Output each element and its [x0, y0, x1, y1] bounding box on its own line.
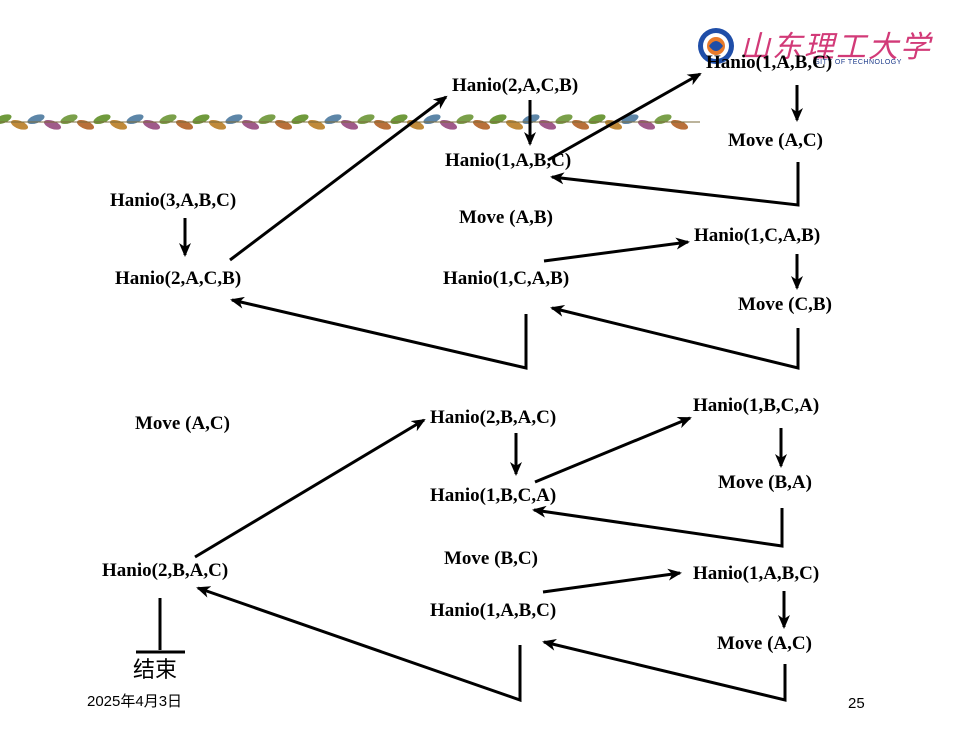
node-move-ba: Move (B,A)	[718, 472, 812, 493]
arrow-to-n13	[194, 418, 426, 559]
arrow-return-n2	[230, 296, 528, 370]
leaf-divider	[0, 114, 700, 130]
node-move-bc: Move (B,C)	[444, 548, 538, 569]
node-hanio-1-abc-a: Hanio(1,A,B,C)	[445, 150, 572, 171]
university-subtitle: SITY OF TECHNOLOGY	[815, 59, 902, 66]
arrow-to-n17	[534, 416, 692, 484]
node-hanio-2-bac-expanded: Hanio(2,B,A,C)	[430, 407, 557, 428]
arrow-return-n14	[532, 505, 784, 548]
node-hanio-1-cab-a: Hanio(1,C,A,B)	[443, 268, 570, 289]
university-logo	[698, 28, 734, 64]
node-hanio-1-abc-expanded-b: Hanio(1,A,B,C)	[693, 563, 820, 584]
node-move-ac-main: Move (A,C)	[135, 413, 230, 434]
node-move-cb: Move (C,B)	[738, 294, 832, 315]
node-hanio-2-acb: Hanio(2,A,C,B)	[115, 268, 242, 289]
arrow-return-n16	[542, 638, 787, 702]
node-hanio-1-abc-b: Hanio(1,A,B,C)	[430, 600, 557, 621]
node-hanio-1-cab-expanded: Hanio(1,C,A,B)	[694, 225, 821, 246]
node-hanio-1-bca-expanded: Hanio(1,B,C,A)	[693, 395, 820, 416]
node-hanio-2-bac: Hanio(2,B,A,C)	[102, 560, 229, 581]
arrow-to-n19	[542, 568, 682, 594]
node-hanio-1-bca-a: Hanio(1,B,C,A)	[430, 485, 557, 506]
node-hanio-1-abc-expanded: Hanio(1,A,B,C)	[706, 52, 833, 73]
end-label: 结束	[133, 658, 178, 683]
university-name: 山东理工大学	[740, 30, 932, 65]
node-move-ac-a: Move (A,C)	[728, 130, 823, 151]
arrow-to-n7	[547, 72, 702, 162]
arrow-return-n12	[196, 586, 522, 703]
arrow-to-n3	[229, 95, 448, 262]
node-move-ac-b: Move (A,C)	[717, 633, 812, 654]
arrow-to-n9	[543, 237, 690, 263]
node-move-ab: Move (A,B)	[459, 207, 553, 228]
footer-date: 2025年4月3日	[87, 693, 183, 710]
node-hanio-3-abc: Hanio(3,A,B,C)	[110, 190, 237, 211]
node-hanio-2-acb-expanded: Hanio(2,A,C,B)	[452, 75, 579, 96]
page-number: 25	[848, 695, 865, 712]
arrow-return-n6	[550, 305, 800, 370]
arrow-return-n4	[550, 162, 800, 207]
